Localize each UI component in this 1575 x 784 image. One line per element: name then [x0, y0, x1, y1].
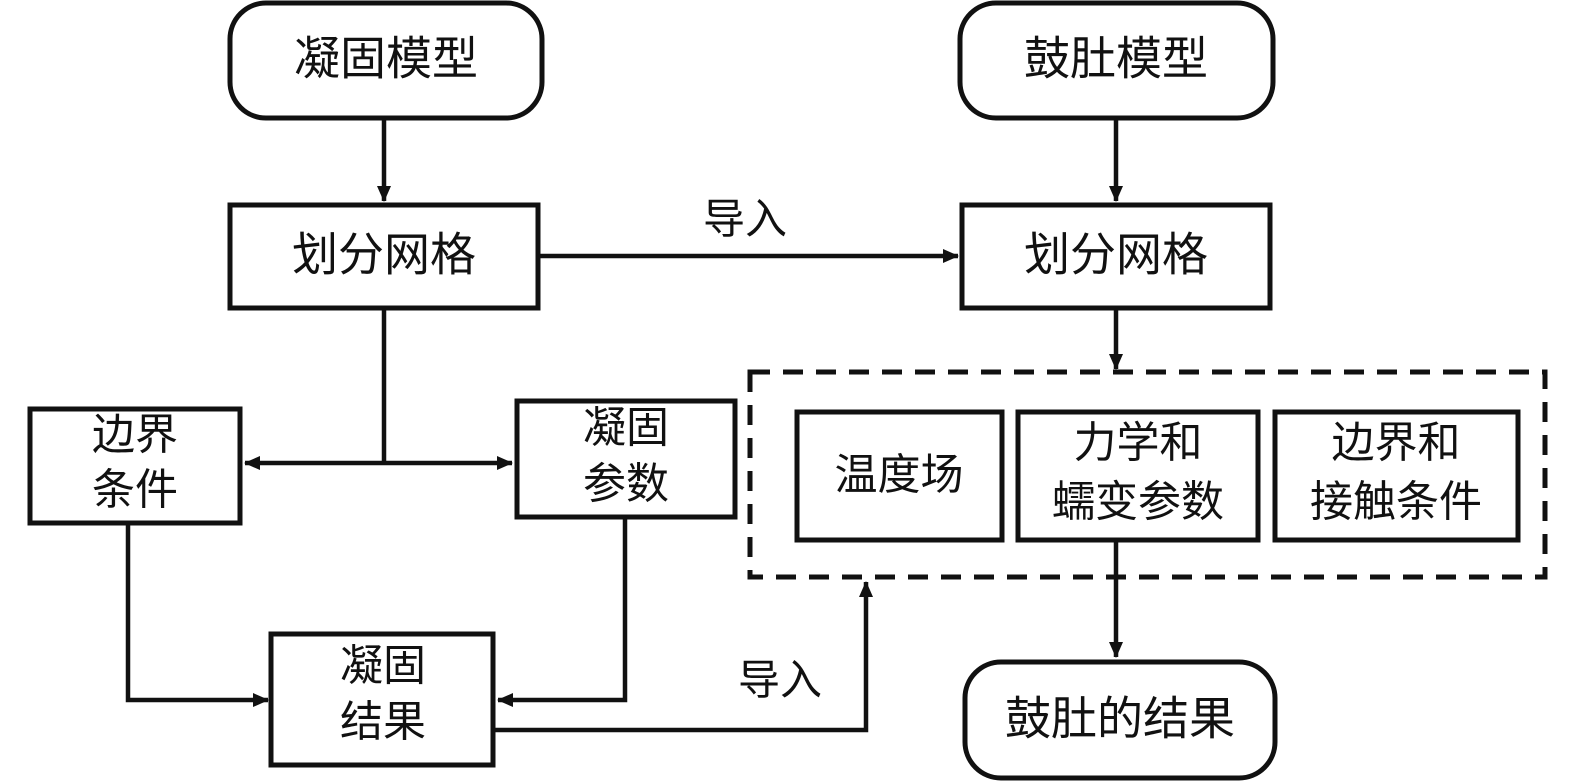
mech-creep-params-label-line2: 蠕变参数	[1052, 478, 1224, 528]
edge-solidification-params-to-result	[497, 517, 628, 707]
node-mesh-right[interactable]: 划分网格	[959, 202, 1273, 311]
boundary-contact-label-line1: 边界和	[1332, 419, 1461, 469]
temperature-field-label: 温度场	[835, 451, 964, 501]
solidification-result-shape	[268, 631, 496, 768]
bulging-model-shape	[957, 0, 1276, 121]
mech-creep-params-label-line1: 力学和	[1074, 419, 1203, 469]
boundary-contact-shape	[1272, 409, 1521, 543]
solidification-result-label-line2: 结果	[340, 698, 426, 748]
boundary-condition-shape	[27, 406, 243, 526]
solidification-result-label-line1: 凝固	[340, 642, 426, 692]
parameter-group	[747, 369, 1548, 580]
edge-label-import-top: 导入	[703, 195, 787, 244]
node-bulging-model[interactable]: 鼓肚模型	[957, 0, 1276, 121]
solidification-model-shape	[227, 0, 545, 121]
node-solidification-result[interactable]: 凝固 结果	[268, 631, 496, 768]
boundary-contact-label-line2: 接触条件	[1310, 478, 1482, 528]
node-bulging-result[interactable]: 鼓肚的结果	[962, 659, 1278, 781]
edge-boundary-condition-to-result	[125, 523, 269, 707]
edges-layer	[125, 118, 1123, 733]
node-temperature-field[interactable]: 温度场	[794, 409, 1005, 543]
temperature-field-shape	[794, 409, 1005, 543]
solidification-params-label-line1: 凝固	[583, 404, 669, 454]
parameter-group-dashed-border	[747, 369, 1548, 580]
mesh-right-shape	[959, 202, 1273, 311]
bulging-model-label: 鼓肚模型	[1024, 32, 1208, 86]
bulging-result-label: 鼓肚的结果	[1005, 692, 1235, 746]
mesh-left-shape	[227, 202, 541, 311]
solidification-model-label: 凝固模型	[294, 32, 478, 86]
mesh-left-label: 划分网格	[292, 228, 476, 282]
node-boundary-contact[interactable]: 边界和 接触条件	[1272, 409, 1521, 543]
mech-creep-params-shape	[1015, 409, 1261, 543]
node-solidification-params[interactable]: 凝固 参数	[514, 398, 738, 520]
edge-label-import-bottom: 导入	[738, 656, 822, 705]
node-solidification-model[interactable]: 凝固模型	[227, 0, 545, 121]
boundary-condition-label-line1: 边界	[92, 411, 178, 461]
node-mesh-left[interactable]: 划分网格	[227, 202, 541, 311]
boundary-condition-label-line2: 条件	[92, 466, 178, 516]
bulging-result-shape	[962, 659, 1278, 781]
solidification-params-label-line2: 参数	[583, 460, 669, 510]
node-boundary-condition[interactable]: 边界 条件	[27, 406, 243, 526]
edge-result-to-parameter-group	[493, 581, 873, 733]
mesh-right-label: 划分网格	[1024, 228, 1208, 282]
solidification-params-shape	[514, 398, 738, 520]
node-mech-creep-params[interactable]: 力学和 蠕变参数	[1015, 409, 1261, 543]
